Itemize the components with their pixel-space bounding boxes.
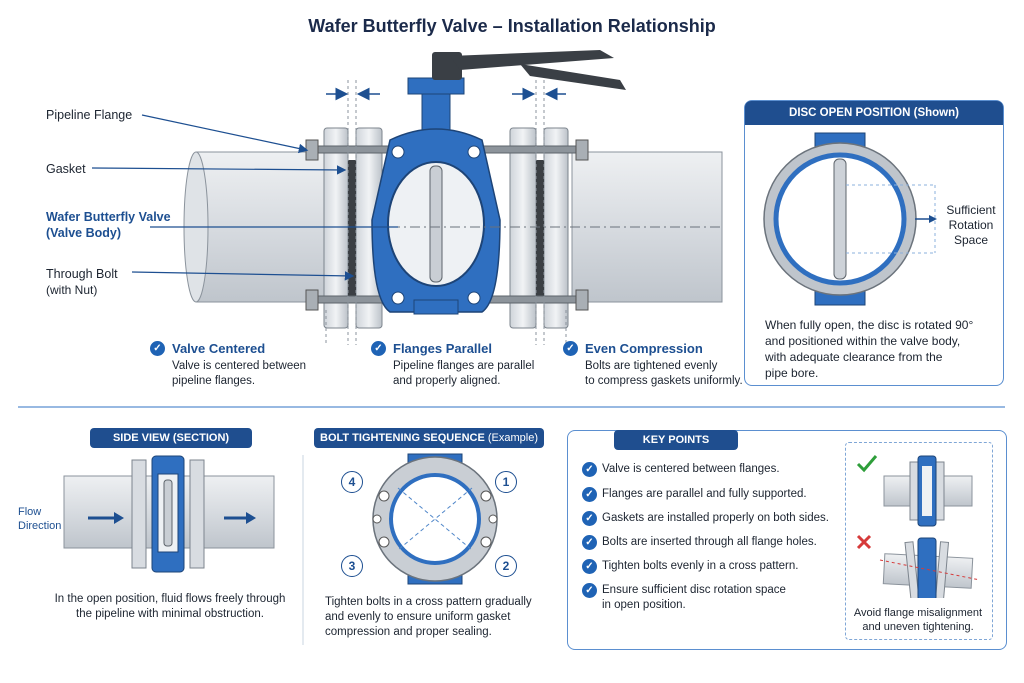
- valve-body: [371, 77, 501, 315]
- bolt-number-2: 2: [495, 555, 517, 577]
- key-point-item: Bolts are inserted through all flange ho…: [602, 536, 817, 548]
- incorrect-x-icon: [856, 534, 872, 550]
- left-gasket: [348, 160, 356, 296]
- check-icon: ✓: [582, 535, 597, 550]
- check-icon: ✓: [582, 559, 597, 574]
- key-points-header: KEY POINTS: [614, 430, 738, 450]
- avoid-caption: Avoid flange misalignment and uneven tig…: [853, 607, 983, 633]
- side-view-caption: In the open position, fluid flows freely…: [54, 593, 286, 620]
- key-point-item: Valve is centered between flanges.: [602, 463, 780, 475]
- disc-panel-header: DISC OPEN POSITION (Shown): [745, 101, 1003, 125]
- check-icon: ✓: [150, 341, 165, 356]
- avoid-misalignment-box: [845, 442, 993, 640]
- bolt-number-3: 3: [341, 555, 363, 577]
- bolt-number-4: 4: [341, 471, 363, 493]
- correct-check-icon: [856, 455, 878, 473]
- valve-disc: [429, 165, 443, 283]
- callout-valve-body: Wafer Butterfly Valve (Valve Body): [46, 210, 171, 240]
- callout-pipeline-flange: Pipeline Flange: [46, 108, 133, 122]
- key-point-item: Flanges are parallel and fully supported…: [602, 488, 807, 500]
- bolt-sequence-caption: Tighten bolts in a cross pattern gradual…: [325, 596, 532, 638]
- check-icon: ✓: [582, 462, 597, 477]
- callout-through-bolt: Through Bolt (with Nut): [46, 267, 118, 297]
- right-pipeline-flange: [509, 127, 569, 329]
- page-title: Wafer Butterfly Valve – Installation Rel…: [308, 16, 716, 36]
- check-icon: ✓: [563, 341, 578, 356]
- check-icon: ✓: [371, 341, 386, 356]
- key-point-item: Tighten bolts evenly in a cross pattern.: [602, 560, 799, 572]
- through-bolt-leader: [131, 271, 355, 281]
- bolt-sequence-illustration: [372, 453, 498, 585]
- lever-handle-icon: [432, 50, 626, 90]
- side-view-illustration: [63, 455, 275, 573]
- right-gasket: [536, 160, 544, 296]
- key-point-item: Ensure sufficient disc rotation space: [602, 584, 786, 596]
- side-view-header: SIDE VIEW (SECTION): [90, 428, 252, 448]
- flow-direction-label: Flow Direction: [18, 506, 62, 532]
- alignment-comparison-illustration: [856, 455, 981, 598]
- key-point-item-continuation: in open position.: [602, 599, 686, 611]
- rotation-space-label: Sufficient Rotation Space: [946, 203, 996, 247]
- check-icon: ✓: [582, 487, 597, 502]
- gasket-leader: [91, 165, 347, 175]
- disc-open-illustration: [763, 132, 937, 306]
- disc-panel-description: When fully open, the disc is rotated 90°…: [765, 318, 974, 380]
- callout-gasket: Gasket: [46, 162, 86, 176]
- check-icon: ✓: [582, 511, 597, 526]
- bolt-number-1: 1: [495, 471, 517, 493]
- key-point-item: Gaskets are installed properly on both s…: [602, 512, 829, 524]
- check-icon: ✓: [582, 583, 597, 598]
- pipeline-flange-leader: [141, 114, 309, 154]
- disc-open-panel: DISC OPEN POSITION (Shown) Sufficient Ro…: [744, 100, 1004, 386]
- bolt-sequence-header: BOLT TIGHTENING SEQUENCE (Example): [314, 428, 544, 448]
